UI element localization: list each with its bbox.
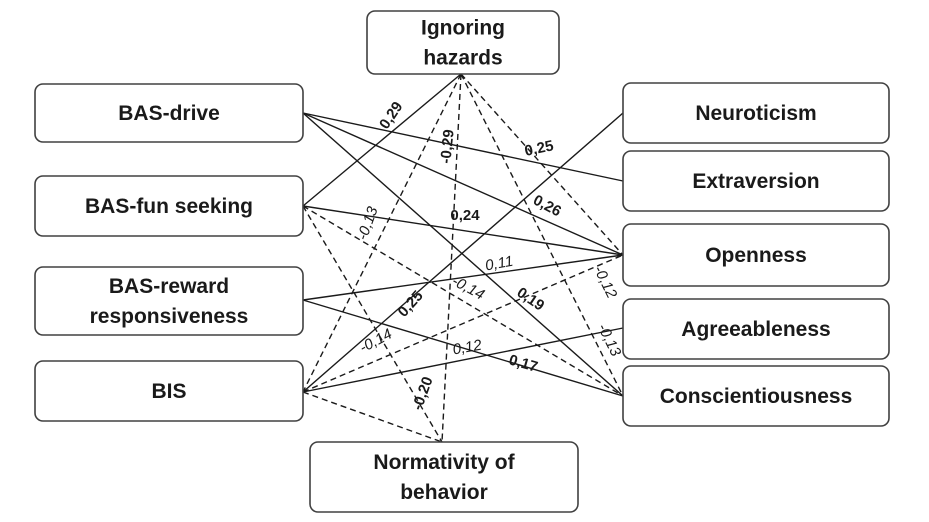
node-label: Neuroticism bbox=[695, 102, 816, 125]
coefficient-label: -0,13 bbox=[594, 321, 625, 360]
node-box bbox=[622, 298, 890, 360]
edge-bis-to-neuroticism bbox=[302, 112, 624, 393]
node-box bbox=[34, 83, 304, 143]
edge-ignoring-hazards-to-normativity bbox=[441, 73, 462, 443]
edge-ignoring-hazards-to-bis bbox=[302, 73, 462, 393]
coefficient-label: 0,29 bbox=[376, 99, 406, 133]
node-label: behavior bbox=[400, 481, 488, 504]
edge-bis-to-agreeableness bbox=[302, 327, 624, 393]
node-label: BIS bbox=[151, 380, 186, 403]
node-bas-fun-seeking: BAS-fun seeking bbox=[34, 175, 304, 237]
edge-bas-fun-seeking-to-ignoring-hazards bbox=[302, 73, 462, 207]
edge-ignoring-hazards-to-conscientiousness bbox=[460, 73, 624, 397]
edge-bas-reward-to-openness bbox=[302, 254, 624, 301]
edge-bas-fun-seeking-to-conscientiousness bbox=[302, 205, 624, 397]
node-box bbox=[622, 365, 890, 427]
coefficient-label: -0,20 bbox=[409, 374, 437, 412]
edge-bas-drive-to-openness bbox=[302, 112, 624, 256]
coefficient-label: -0,29 bbox=[437, 129, 457, 165]
node-label: Extraversion bbox=[692, 170, 819, 193]
node-bas-drive: BAS-drive bbox=[34, 83, 304, 143]
edge-bis-to-normativity bbox=[302, 391, 443, 443]
node-label: Ignoring bbox=[421, 17, 505, 40]
node-box bbox=[622, 82, 890, 144]
node-box bbox=[309, 441, 579, 513]
node-extraversion: Extraversion bbox=[622, 150, 890, 212]
edge-ignoring-hazards-to-openness bbox=[460, 73, 624, 256]
node-label: Conscientiousness bbox=[660, 385, 853, 408]
edge-bas-fun-seeking-to-openness bbox=[302, 205, 624, 256]
node-neuroticism: Neuroticism bbox=[622, 82, 890, 144]
node-box bbox=[622, 223, 890, 287]
coefficient-label: 0,24 bbox=[450, 207, 480, 224]
coefficient-label: 0,17 bbox=[507, 351, 540, 375]
node-box bbox=[34, 175, 304, 237]
node-agreeableness: Agreeableness bbox=[622, 298, 890, 360]
node-label: BAS-reward bbox=[109, 275, 229, 298]
node-label: BAS-drive bbox=[118, 102, 220, 125]
coefficient-label: 0,19 bbox=[514, 284, 548, 314]
node-label: Normativity of bbox=[373, 451, 515, 474]
coefficient-label: 0,12 bbox=[451, 337, 483, 359]
node-ignoring-hazards: Ignoring hazards bbox=[366, 10, 560, 75]
node-bis: BIS bbox=[34, 360, 304, 422]
coefficient-label: 0,25 bbox=[395, 287, 427, 320]
coefficient-label: 0,11 bbox=[484, 253, 515, 275]
coefficient-label: -0,13 bbox=[354, 204, 382, 243]
node-box bbox=[366, 10, 560, 75]
coefficient-label: -0,12 bbox=[590, 263, 621, 302]
node-label: hazards bbox=[423, 47, 502, 70]
edge-bas-drive-to-extraversion bbox=[302, 112, 624, 182]
node-bas-reward: BAS-reward responsiveness bbox=[34, 266, 304, 336]
node-label: BAS-fun seeking bbox=[85, 195, 253, 218]
edges-layer bbox=[302, 73, 624, 443]
node-label: responsiveness bbox=[90, 305, 249, 328]
node-label: Openness bbox=[705, 244, 807, 267]
edge-bas-fun-seeking-to-normativity bbox=[302, 205, 443, 443]
node-box bbox=[34, 360, 304, 422]
node-box bbox=[622, 150, 890, 212]
node-normativity: Normativity of behavior bbox=[309, 441, 579, 513]
node-openness: Openness bbox=[622, 223, 890, 287]
node-box bbox=[34, 266, 304, 336]
edge-bas-reward-to-conscientiousness bbox=[302, 299, 624, 397]
edge-bas-drive-to-conscientiousness bbox=[302, 112, 624, 397]
node-label: Agreeableness bbox=[681, 318, 830, 341]
node-conscientiousness: Conscientiousness bbox=[622, 365, 890, 427]
edge-bis-to-openness bbox=[302, 254, 624, 393]
coefficient-label: 0,25 bbox=[523, 137, 555, 160]
coefficient-labels-layer: 0,250,260,190,290,24-0,13-0,140,110,170,… bbox=[354, 99, 625, 413]
